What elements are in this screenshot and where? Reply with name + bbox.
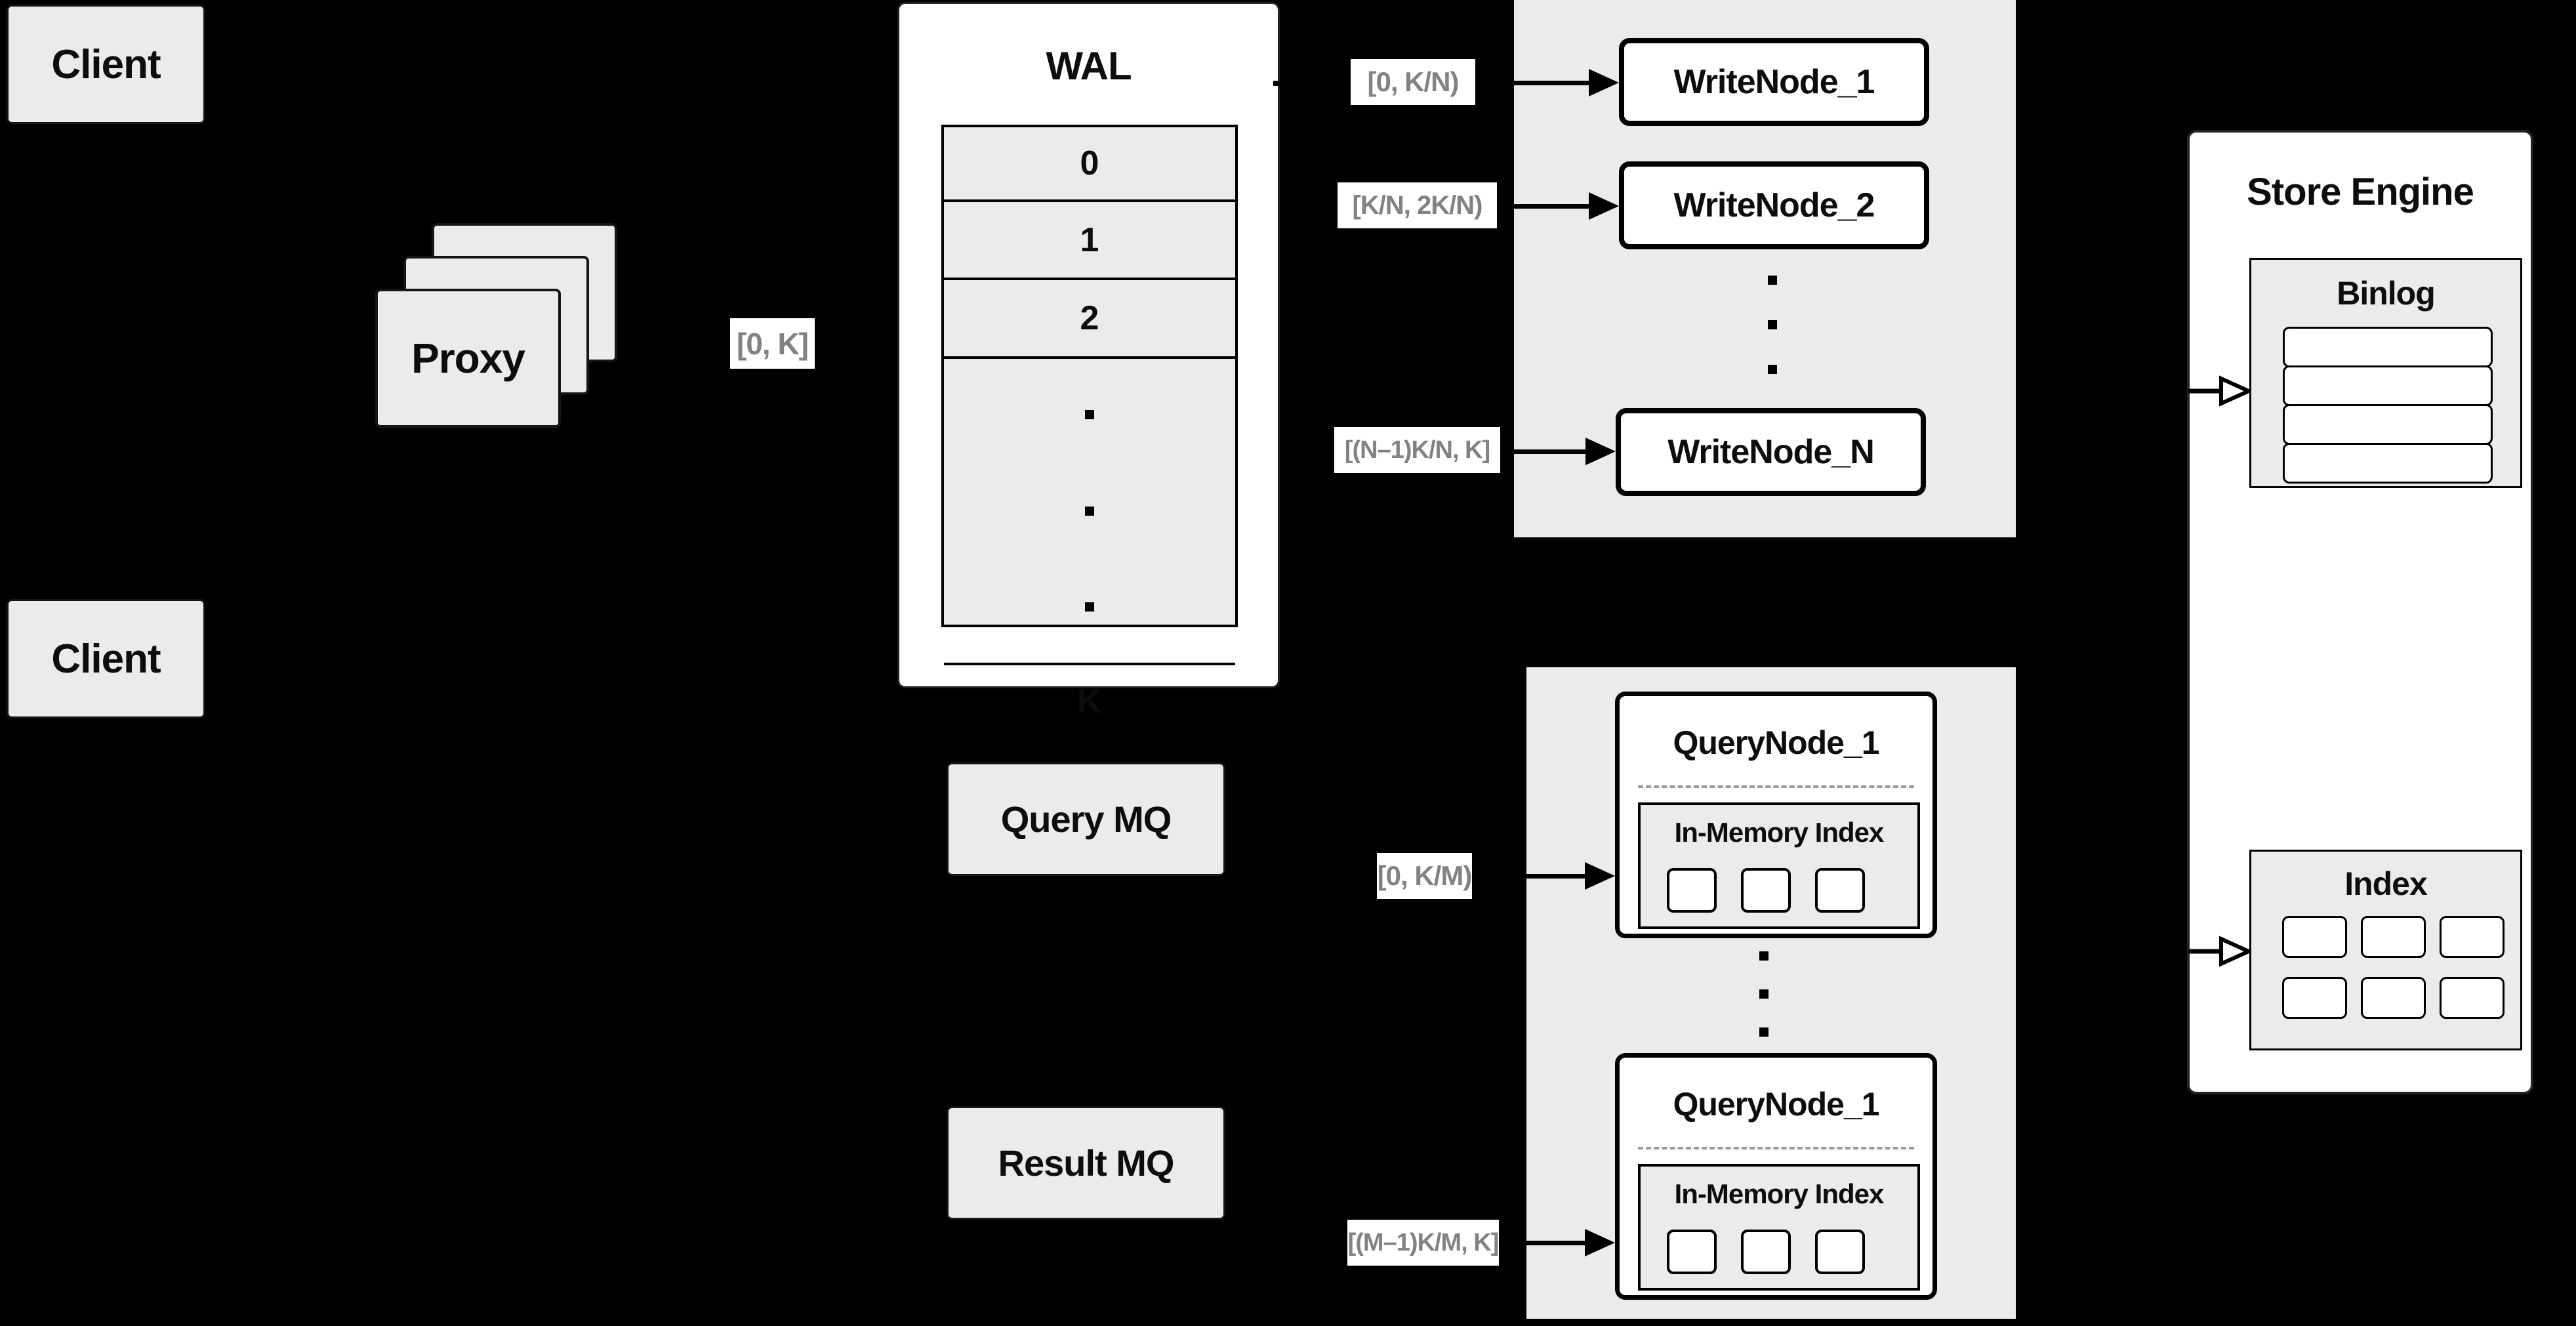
binlog-row (2283, 327, 2493, 367)
in-memory-index-box-1: In-Memory Index (1638, 802, 1920, 929)
arrow-into-index (2188, 936, 2251, 967)
query-mq-box: Query MQ (947, 762, 1225, 876)
memory-cell (1741, 868, 1791, 913)
ellipsis-dot (1085, 410, 1094, 419)
wal-row-0: 0 (1080, 144, 1099, 182)
ellipsis-dot (1759, 989, 1768, 999)
memory-cell (1815, 1230, 1865, 1274)
wal-table: 0 1 2 K (941, 125, 1238, 720)
arrow-to-query-node-2 (1526, 1229, 1615, 1256)
index-cell (2282, 977, 2347, 1019)
index-title: Index (2344, 865, 2428, 902)
result-mq-box: Result MQ (947, 1106, 1225, 1220)
binlog-row (2283, 404, 2493, 445)
range-label-write-2: [K/N, 2K/N) (1338, 182, 1497, 228)
range-label-write-n: [(N–1)K/N, K] (1334, 427, 1500, 473)
in-memory-index-box-2: In-Memory Index (1638, 1164, 1920, 1291)
index-cell (2440, 977, 2504, 1019)
binlog-rows (2283, 327, 2493, 484)
query-pool-ellipsis (1759, 951, 1768, 1037)
range-label-query-1: [0, K/M) (1377, 853, 1472, 899)
wal-title: WAL (1046, 43, 1132, 88)
wal-arrow-stub (1273, 81, 1280, 86)
binlog-row (2283, 365, 2493, 406)
write-node-2: WriteNode_2 (1619, 161, 1929, 249)
memory-cell (1815, 868, 1865, 913)
write-pool-ellipsis (1768, 276, 1777, 374)
in-memory-index-title: In-Memory Index (1674, 1178, 1885, 1209)
ellipsis-dot (1085, 602, 1094, 611)
query-node-1-divider (1638, 785, 1914, 788)
ellipsis-dot (1768, 276, 1777, 285)
write-node-1: WriteNode_1 (1619, 38, 1929, 126)
query-mq-label: Query MQ (1000, 798, 1172, 840)
arrow-into-binlog (2188, 375, 2251, 407)
memory-cell (1741, 1230, 1791, 1274)
write-node-n: WriteNode_N (1616, 408, 1926, 496)
wal-row-k: K (944, 663, 1235, 737)
range-label-write-1: [0, K/N) (1351, 59, 1475, 105)
write-node-n-label: WriteNode_N (1667, 433, 1875, 471)
arrow-to-query-node-1 (1526, 862, 1615, 890)
client-bottom-label: Client (51, 636, 161, 682)
arrow-to-write-node-2 (1514, 192, 1619, 220)
proxy-stack: Proxy (375, 223, 617, 428)
write-node-2-label: WriteNode_2 (1673, 186, 1875, 224)
query-node-2-title: QueryNode_1 (1673, 1086, 1879, 1123)
memory-cell (1667, 1230, 1717, 1274)
index-cell (2282, 916, 2347, 958)
proxy-card-front: Proxy (375, 289, 561, 428)
wal-ellipsis (944, 356, 1235, 663)
ellipsis-dot (1759, 1027, 1768, 1037)
client-box-top: Client (7, 5, 205, 124)
arrow-to-write-node-1 (1514, 69, 1619, 96)
arrow-to-write-node-n (1514, 438, 1616, 465)
wal-row-1: 1 (944, 199, 1235, 278)
client-box-bottom: Client (7, 599, 205, 718)
wal-row-2: 2 (944, 278, 1235, 356)
ellipsis-dot (1085, 506, 1094, 516)
result-mq-label: Result MQ (998, 1142, 1175, 1184)
wal-panel: WAL 0 1 2 K (897, 2, 1280, 720)
index-cell (2361, 916, 2426, 958)
query-node-1-title: QueryNode_1 (1673, 724, 1879, 761)
client-top-label: Client (51, 41, 161, 87)
range-label-query-m: [(M–1)K/M, K] (1347, 1220, 1499, 1266)
query-node-1: QueryNode_1 In-Memory Index (1615, 692, 1937, 938)
store-engine-title: Store Engine (2247, 170, 2474, 213)
proxy-label: Proxy (411, 335, 525, 382)
index-box: Index (2249, 850, 2522, 1050)
in-memory-index-title: In-Memory Index (1674, 817, 1885, 848)
store-engine-panel: Store Engine Binlog Index (2187, 130, 2533, 1094)
binlog-row (2283, 443, 2493, 484)
range-label-proxy-wal: [0, K] (730, 318, 815, 369)
binlog-box: Binlog (2249, 258, 2522, 488)
query-node-2-divider (1638, 1147, 1914, 1150)
memory-cell (1667, 868, 1717, 913)
ellipsis-dot (1768, 365, 1777, 374)
ellipsis-dot (1768, 320, 1777, 329)
query-node-2: QueryNode_1 In-Memory Index (1615, 1053, 1937, 1300)
binlog-title: Binlog (2337, 275, 2436, 312)
index-cell (2361, 977, 2426, 1019)
write-node-1-label: WriteNode_1 (1673, 63, 1875, 101)
index-cell (2440, 916, 2504, 958)
ellipsis-dot (1759, 951, 1768, 961)
